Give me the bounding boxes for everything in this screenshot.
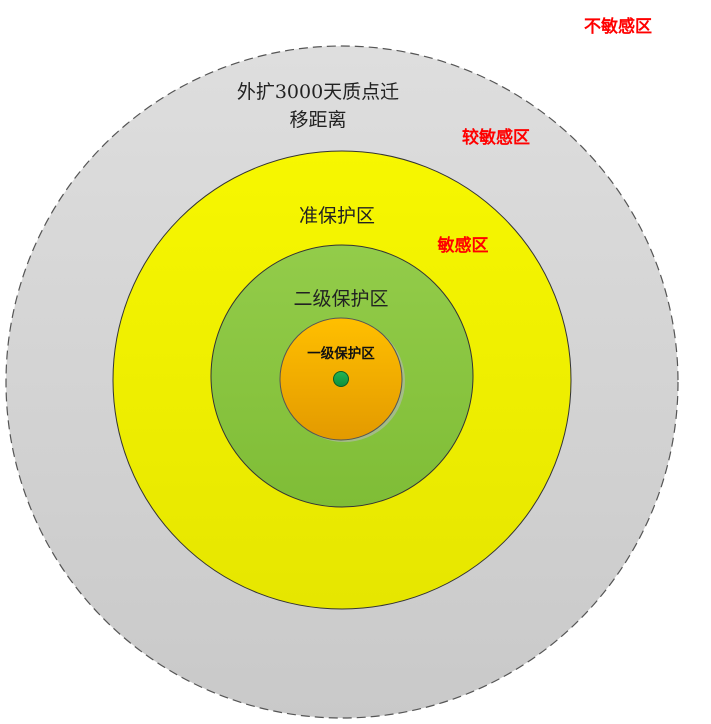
outer-zone-label-line1: 外扩3000天质点迁 bbox=[237, 81, 399, 103]
outer-zone-label-line2: 移距离 bbox=[289, 109, 346, 131]
less-sensitive-label: 较敏感区 bbox=[462, 127, 530, 148]
sensitive-label: 敏感区 bbox=[437, 235, 489, 256]
wellhead-dot bbox=[333, 371, 349, 387]
quasi-zone-label: 准保护区 bbox=[299, 205, 375, 227]
not-sensitive-label: 不敏感区 bbox=[584, 16, 652, 37]
primary-zone-label: 一级保护区 bbox=[307, 345, 375, 362]
secondary-zone-label: 二级保护区 bbox=[293, 288, 388, 310]
